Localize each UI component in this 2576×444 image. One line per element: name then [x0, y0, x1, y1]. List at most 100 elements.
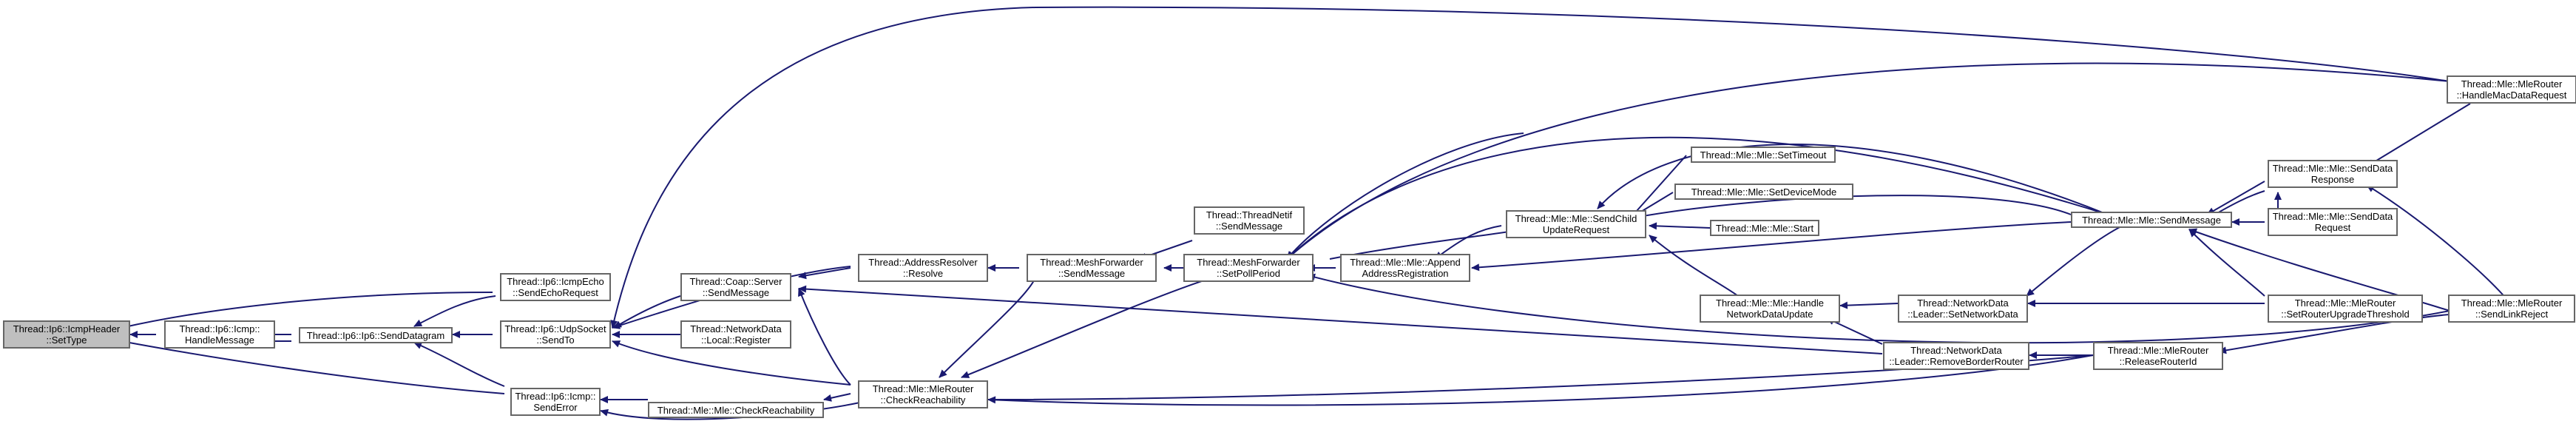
node-coap-server-sendmessage[interactable]: Thread::Coap::Server::SendMessage — [680, 273, 791, 301]
node-label-line: Thread::Mle::Mle::SetTimeout — [1700, 149, 1827, 161]
node-label-line: Thread::Mle::Mle::Handle — [1716, 297, 1824, 309]
node-label-line: AddressRegistration — [1362, 268, 1449, 279]
edge-sendmessage-removeborderrouter — [798, 285, 1883, 354]
node-mle-sendmessage[interactable]: Thread::Mle::Mle::SendMessage — [2071, 212, 2232, 228]
node-label-line: ::CheckReachability — [880, 394, 966, 406]
node-networkdata-local-register[interactable]: Thread::NetworkData::Local::Register — [680, 320, 791, 349]
node-label-line: Thread::Mle::MleRouter — [2107, 345, 2209, 356]
node-label-line: NetworkDataUpdate — [1726, 309, 1813, 320]
node-mle-setdevicemode[interactable]: Thread::Mle::Mle::SetDeviceMode — [1674, 184, 1853, 200]
node-icmpecho-sendechorequest[interactable]: Thread::Ip6::IcmpEcho::SendEchoRequest — [500, 273, 611, 301]
node-label-line: ::Leader::RemoveBorderRouter — [1889, 356, 2024, 367]
edge-mleroutercheck-meshsendmessage — [939, 277, 1036, 378]
node-meshforwarder-setpollperiod[interactable]: Thread::MeshForwarder::SetPollPeriod — [1183, 254, 1314, 282]
node-label-line: Thread::Mle::Mle::Append — [1350, 257, 1461, 268]
edge-senddataresponse-sendlinkreject — [2366, 184, 2508, 300]
node-threadnetif-sendmessage[interactable]: Thread::ThreadNetif::SendMessage — [1194, 206, 1305, 235]
node-label-line: UpdateRequest — [1542, 224, 1610, 235]
node-label-line: ::SendEchoRequest — [513, 287, 598, 298]
edge-senddataresponse-handlemacdatarequest — [2366, 103, 2471, 167]
node-udpsocket-sendto[interactable]: Thread::Ip6::UdpSocket::SendTo — [500, 320, 611, 349]
node-label-line: ::SetType — [46, 334, 87, 346]
node-label-line: Thread::Mle::MleRouter — [872, 383, 974, 394]
edge-mlecheck-mleroutercheck — [823, 393, 851, 402]
edge-mleroutercheck-releaserouterid — [987, 354, 2094, 406]
node-label-line: Thread::Ip6::Icmp:: — [515, 391, 596, 402]
node-label-line: Thread::Mle::Mle::SendChild — [1515, 213, 1637, 224]
node-label-line: ::HandleMacDataRequest — [2456, 90, 2567, 101]
edge-append-sendchildupdate — [1434, 225, 1502, 260]
node-mle-start[interactable]: Thread::Mle::Mle::Start — [1710, 220, 1819, 236]
edge-sendchildupdate-settimeout — [1629, 155, 1687, 219]
node-mleroute-handlemacdatarequest[interactable]: Thread::Mle::MleRouter::HandleMacDataReq… — [2447, 75, 2576, 104]
node-addressresolver-resolve[interactable]: Thread::AddressResolver::Resolve — [858, 254, 988, 282]
edge-mlesendmessage-senddataresponse — [2206, 181, 2265, 215]
edge-mlesendmessage-sendlinkreject — [2188, 228, 2450, 312]
node-label-line: ::SetRouterUpgradeThreshold — [2281, 309, 2410, 320]
node-label-line: Thread::Ip6::UdpSocket — [504, 323, 606, 334]
node-label-line: ::SendMessage — [1058, 268, 1126, 279]
node-label-line: ::SendTo — [536, 334, 575, 346]
node-icmp-senderror[interactable]: Thread::Ip6::Icmp::SendError — [510, 388, 601, 416]
node-label-line: ::Local::Register — [701, 334, 771, 346]
node-label-line: ::SendLinkReject — [2475, 309, 2549, 320]
node-label-line: Thread::NetworkData — [1910, 345, 2002, 356]
node-label-line: Thread::MeshForwarder — [1040, 257, 1143, 268]
edge-setpollperiod-handlemacdatarequest — [1286, 62, 2450, 260]
node-label-line: Thread::NetworkData — [1917, 297, 2009, 309]
edge-append-mlesendmessage — [1471, 221, 2072, 272]
node-label-line: Thread::Mle::Mle::CheckReachability — [657, 404, 815, 416]
node-meshforwarder-sendmessage[interactable]: Thread::MeshForwarder::SendMessage — [1027, 254, 1157, 282]
node-mle-checkreachability[interactable]: Thread::Mle::Mle::CheckReachability — [648, 402, 824, 418]
edge-setpollperiod-sendlinkreject — [1307, 273, 2450, 344]
node-label-line: Thread::Mle::Mle::SetDeviceMode — [1691, 186, 1837, 198]
node-mleroute-setrouterupgradethreshold[interactable]: Thread::Mle::MleRouter::SetRouterUpgrade… — [2268, 295, 2423, 323]
edge-sendto-mleroutercheck — [612, 340, 851, 386]
node-label-line: ::SendMessage — [702, 287, 770, 298]
edge-sendto-handlemacdatarequest — [610, 6, 2450, 329]
node-label-line: Response — [2310, 174, 2355, 185]
edge-mleroutercheck-setpollperiod — [961, 277, 1214, 378]
edge-sendchildupdate-handlenetworkdata — [1649, 235, 1739, 297]
edge-sendmessage-mleroutercheck — [798, 288, 851, 386]
node-label-line: ::Leader::SetNetworkData — [1907, 309, 2018, 320]
edge-mlesendmessage-setrouterupgradethreshold — [2188, 229, 2265, 297]
edge-releaserouterid-sendlinkreject — [2218, 314, 2450, 354]
node-label-line: Thread::Mle::MleRouter — [2461, 78, 2563, 90]
edge-sendchildupdate-back — [1329, 229, 1524, 260]
node-leader-setnetworkdata[interactable]: Thread::NetworkData::Leader::SetNetworkD… — [1898, 295, 2028, 323]
edge-sendchildupdate-loop — [1597, 144, 2109, 215]
node-ip6-senddatagram[interactable]: Thread::Ip6::Ip6::SendDatagram — [299, 327, 453, 343]
node-icmpheader-settype: Thread::Ip6::IcmpHeader::SetType — [3, 320, 130, 349]
node-label-line: Thread::Ip6::Ip6::SendDatagram — [306, 329, 445, 341]
node-mle-settimeout[interactable]: Thread::Mle::Mle::SetTimeout — [1691, 147, 1836, 163]
node-label-line: Thread::Mle::MleRouter — [2294, 297, 2396, 309]
node-label-line: HandleMessage — [185, 334, 254, 346]
node-leader-removeborderrouter[interactable]: Thread::NetworkData::Leader::RemoveBorde… — [1883, 342, 2029, 370]
node-label-line: Thread::Mle::MleRouter — [2461, 297, 2563, 309]
node-label-line: ::Resolve — [902, 268, 944, 279]
edge-sendchildupdate-start — [1649, 222, 1711, 230]
node-mleroute-releaserouterid[interactable]: Thread::Mle::MleRouter::ReleaseRouterId — [2093, 342, 2223, 370]
edge-sendto-sendmessage — [613, 295, 681, 329]
node-label-line: Request — [2314, 222, 2351, 233]
edge-sendchildupdate-mlesendmessage — [1629, 195, 2072, 221]
edge-setnetworkdata-mlesendmessage — [2026, 225, 2123, 297]
node-label-line: Thread::Ip6::IcmpHeader — [13, 323, 121, 334]
node-label-line: Thread::Mle::Mle::SendData — [2272, 163, 2393, 174]
edge-sendmessage-resolve — [798, 267, 851, 280]
node-label-line: Thread::MeshForwarder — [1197, 257, 1300, 268]
edge-settype-senderror — [121, 338, 505, 394]
node-label-line: SendError — [533, 402, 578, 413]
node-mleroute-sendlinkreject[interactable]: Thread::Mle::MleRouter::SendLinkReject — [2448, 295, 2575, 323]
node-label-line: Thread::Mle::Mle::SendData — [2272, 211, 2393, 222]
node-icmp-handlemessage[interactable]: Thread::Ip6::Icmp::HandleMessage — [164, 320, 275, 349]
node-mleroute-checkreachability[interactable]: Thread::Mle::MleRouter::CheckReachabilit… — [858, 380, 988, 408]
edge-setpollperiod-sendchildupdate — [1286, 132, 1524, 260]
node-label-line: Thread::Mle::Mle::SendMessage — [2082, 214, 2221, 226]
